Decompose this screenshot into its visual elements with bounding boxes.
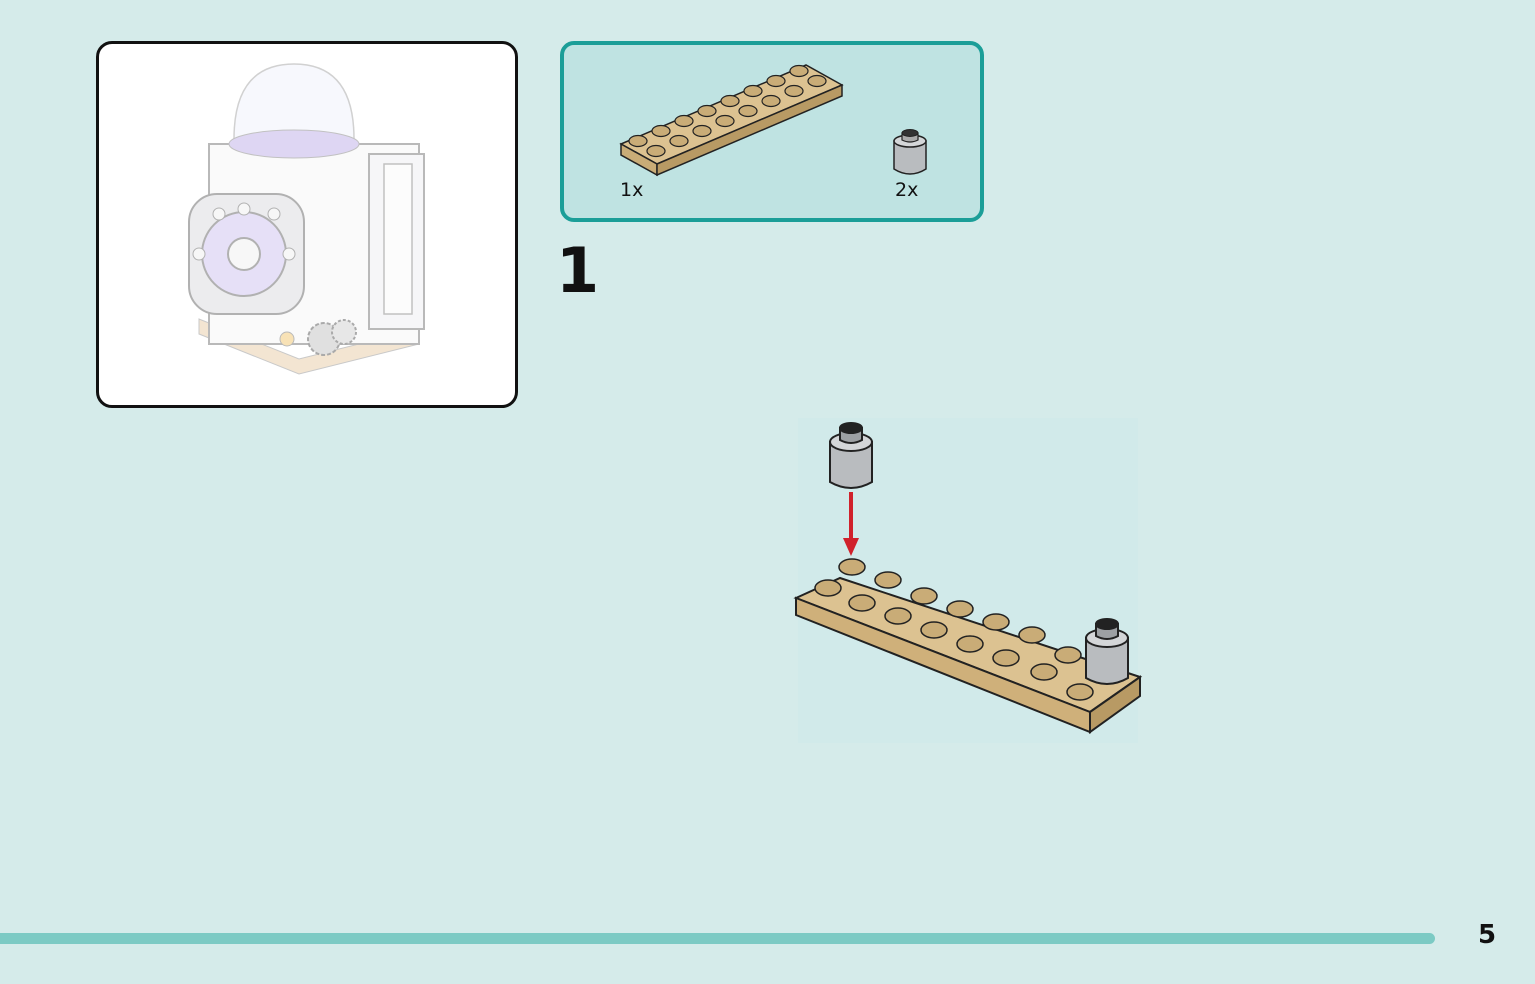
- step-number: 1: [556, 234, 600, 307]
- tan-plate-part-image: [619, 64, 844, 177]
- page-number: 5: [1478, 920, 1497, 950]
- build-step-image: [793, 418, 1143, 743]
- model-preview-panel: [96, 41, 518, 408]
- completed-model-image: [188, 63, 425, 375]
- parts-list-panel: 1x 2x: [560, 41, 984, 222]
- build-step-illustration: [780, 410, 1160, 750]
- round-brick-part-image: [893, 129, 927, 175]
- tan-plate-quantity: 1x: [620, 179, 644, 201]
- progress-bar: [0, 933, 1435, 944]
- round-brick-quantity: 2x: [895, 179, 919, 201]
